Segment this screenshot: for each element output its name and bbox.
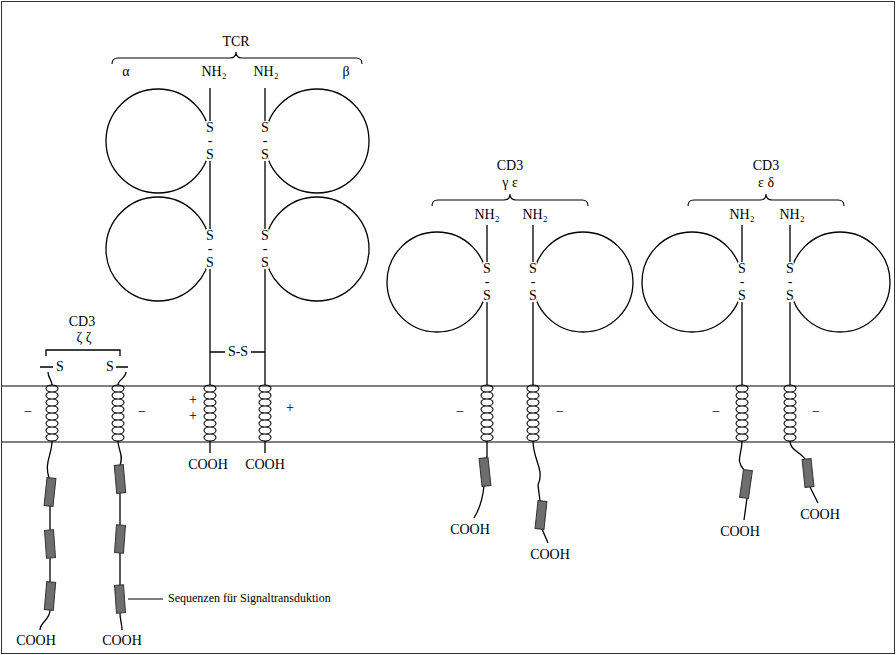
terminus-label: COOH bbox=[102, 633, 142, 649]
protein-chain bbox=[533, 441, 548, 543]
protein-chain bbox=[116, 367, 128, 385]
terminus-label: NH₂ bbox=[779, 207, 804, 223]
signal-motif bbox=[115, 585, 126, 614]
protein-chain bbox=[742, 225, 790, 385]
charge-sign: − bbox=[138, 404, 146, 420]
terminus-label: COOH bbox=[530, 547, 570, 563]
ig-domain bbox=[533, 232, 633, 332]
charge-sign: + bbox=[189, 392, 197, 408]
disulfide-bond: S-S bbox=[206, 121, 214, 161]
group-name: CD3 bbox=[497, 158, 523, 174]
disulfide-bond: S-S bbox=[261, 229, 269, 269]
transmembrane-helix bbox=[736, 385, 748, 441]
protein-chain bbox=[40, 367, 53, 385]
transmembrane-helix bbox=[46, 385, 58, 441]
bracket bbox=[112, 52, 362, 64]
sulfur-atom: S bbox=[106, 359, 114, 375]
callout-text: Sequenzen für Signaltransduktion bbox=[168, 592, 331, 606]
terminus-label: COOH bbox=[188, 457, 228, 473]
terminus-label: NH₂ bbox=[474, 207, 499, 223]
leader-line bbox=[128, 599, 163, 600]
signal-motif bbox=[802, 459, 814, 488]
signal-motif bbox=[44, 582, 55, 611]
group-name: CD3 bbox=[69, 314, 95, 330]
charge-sign: − bbox=[712, 404, 720, 420]
ig-domain bbox=[387, 232, 487, 332]
chain-name: α bbox=[122, 64, 129, 80]
disulfide-bond: S-S bbox=[786, 262, 794, 302]
transmembrane-helix bbox=[481, 385, 493, 441]
ig-domain bbox=[265, 197, 369, 301]
terminus-label: COOH bbox=[720, 524, 760, 540]
terminus-label: NH₂ bbox=[522, 207, 547, 223]
cell-membrane bbox=[2, 386, 894, 387]
signal-motif bbox=[535, 501, 547, 530]
signal-motif bbox=[479, 458, 491, 487]
chain-name: ε δ bbox=[758, 175, 774, 191]
transmembrane-helix bbox=[784, 385, 796, 441]
terminus-label: COOH bbox=[245, 457, 285, 473]
charge-sign: + bbox=[286, 400, 294, 416]
cell-membrane bbox=[2, 386, 894, 442]
signal-motif bbox=[44, 478, 56, 507]
chain-name: ζ ζ bbox=[76, 330, 91, 346]
disulfide-bond: S-S bbox=[206, 229, 214, 269]
terminus-label: NH₂ bbox=[729, 207, 754, 223]
ig-domain bbox=[106, 197, 210, 301]
protein-chain bbox=[46, 350, 120, 356]
terminus-label: NH₂ bbox=[253, 64, 278, 80]
group-name: CD3 bbox=[753, 158, 779, 174]
transmembrane-helix bbox=[259, 385, 271, 441]
bracket bbox=[112, 52, 844, 206]
ig-domain bbox=[642, 232, 742, 332]
ig-domain bbox=[265, 89, 369, 193]
charge-sign: − bbox=[456, 404, 464, 420]
signal-motif bbox=[44, 458, 814, 614]
disulfide-bond: S-S bbox=[738, 262, 746, 302]
terminus-label: COOH bbox=[800, 507, 840, 523]
disulfide-bond: S-S bbox=[227, 344, 249, 360]
terminus-label: NH₂ bbox=[201, 64, 226, 80]
signal-motif bbox=[45, 530, 56, 559]
protein-chain bbox=[487, 225, 533, 385]
bracket bbox=[432, 194, 588, 206]
signal-motif bbox=[115, 525, 126, 554]
ig-domain bbox=[106, 89, 210, 193]
disulfide-bond: S-S bbox=[529, 262, 537, 302]
transmembrane-helix bbox=[204, 385, 216, 441]
charge-sign: − bbox=[24, 404, 32, 420]
bracket bbox=[688, 194, 844, 206]
charge-sign: + bbox=[189, 408, 197, 424]
protein-chain bbox=[40, 88, 818, 630]
disulfide-bond: S-S bbox=[483, 262, 491, 302]
transmembrane-helix bbox=[46, 385, 796, 441]
cell-membrane bbox=[2, 442, 894, 443]
disulfide-bond: S-S bbox=[261, 121, 269, 161]
sulfur-atom: S bbox=[56, 359, 64, 375]
ig-domain bbox=[106, 89, 890, 332]
ig-domain bbox=[790, 232, 890, 332]
transmembrane-helix bbox=[112, 385, 124, 441]
transmembrane-helix bbox=[527, 385, 539, 441]
group-name: TCR bbox=[222, 34, 249, 50]
chain-name: β bbox=[342, 64, 349, 80]
charge-sign: − bbox=[812, 404, 820, 420]
charge-sign: − bbox=[556, 404, 564, 420]
terminus-label: COOH bbox=[16, 633, 56, 649]
signal-motif bbox=[114, 465, 125, 494]
protein-chain bbox=[790, 441, 818, 503]
terminus-label: COOH bbox=[450, 522, 490, 538]
leader-line bbox=[128, 599, 163, 600]
signal-motif bbox=[740, 470, 753, 499]
chain-name: γ ε bbox=[502, 175, 518, 191]
